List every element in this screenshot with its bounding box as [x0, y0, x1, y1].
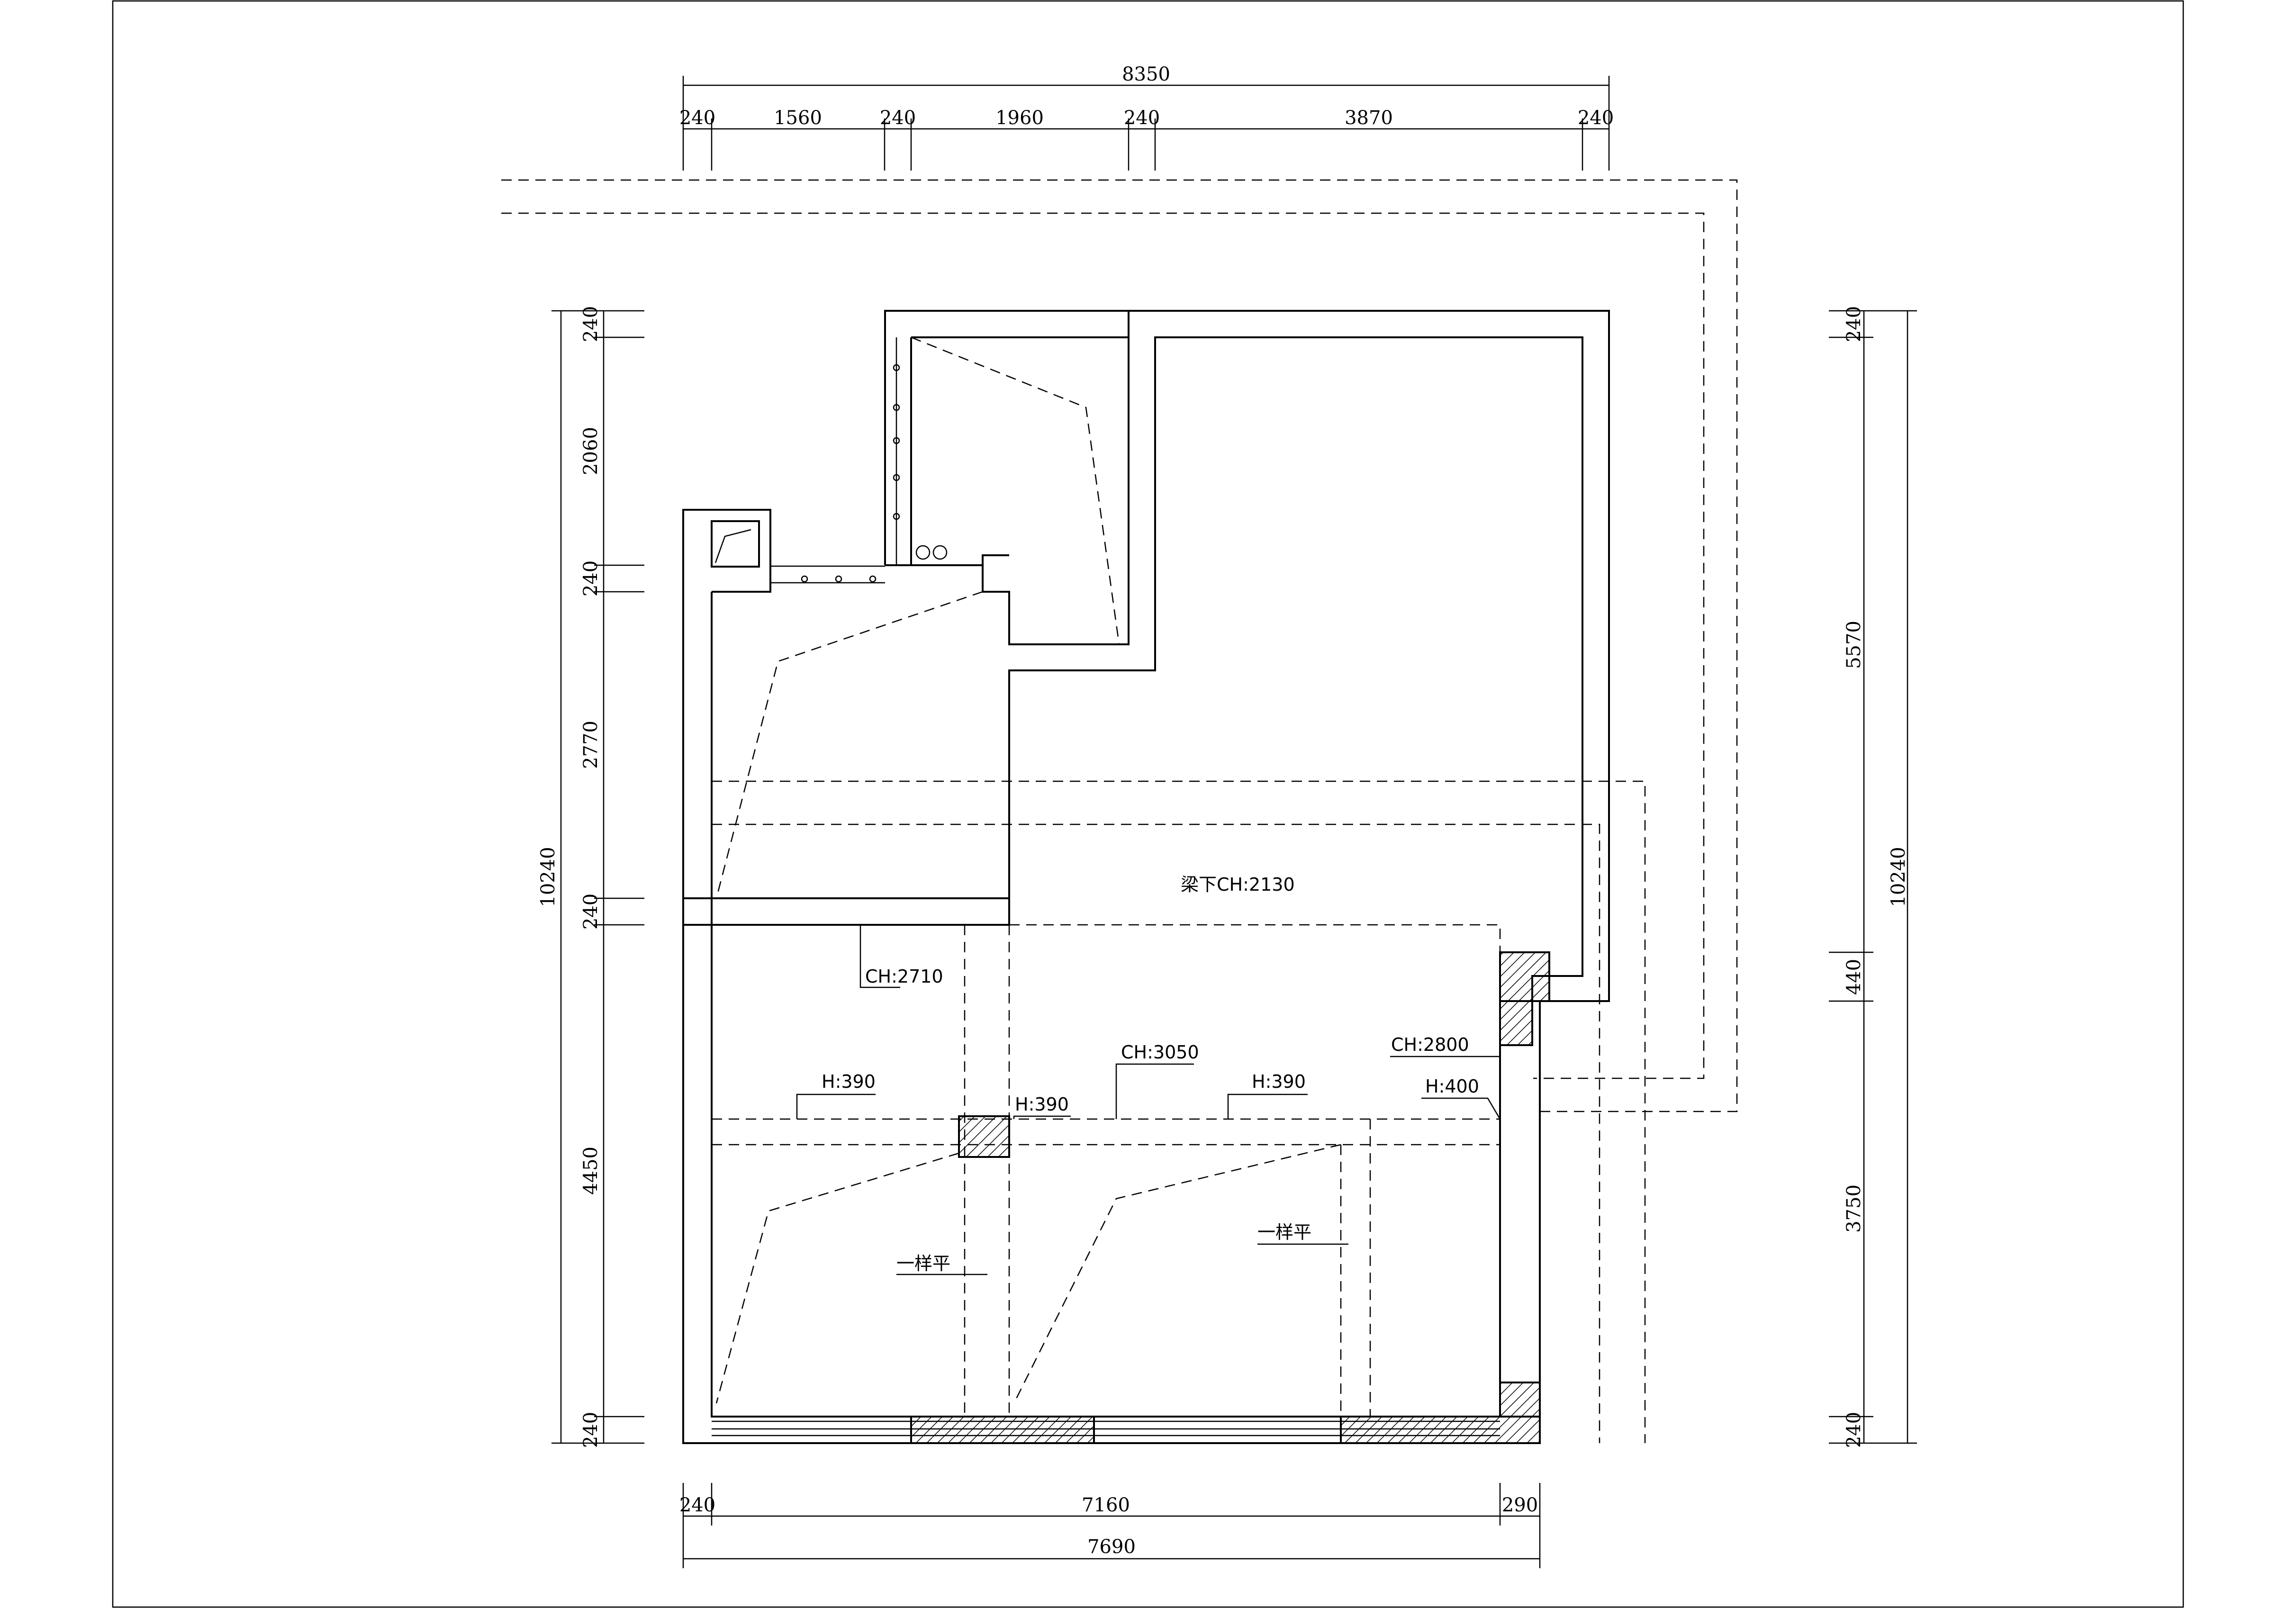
dim-bottom-seg: 7160	[1082, 1494, 1130, 1516]
drop-height-label: H:390	[1252, 1071, 1306, 1092]
columns	[910, 951, 1550, 1444]
dim-top-total: 8350	[1122, 63, 1170, 85]
dim-right-seg: 240	[1843, 306, 1865, 342]
ceiling-height-label: CH:3050	[1121, 1042, 1199, 1063]
dim-top-seg: 240	[1124, 107, 1160, 129]
boundary-dashed-lines	[501, 179, 1738, 1443]
dim-top-seg: 1960	[995, 107, 1044, 129]
dim-left-seg: 240	[580, 306, 602, 342]
level-note-label: 一样平	[896, 1253, 950, 1274]
dim-right-seg: 3750	[1843, 1184, 1865, 1233]
dim-left-seg: 240	[580, 560, 602, 596]
dim-left-seg: 2060	[580, 427, 602, 475]
left-dimensions: 10240 240 2060 240 2770 240 4450 240	[537, 306, 644, 1448]
dim-left-seg: 240	[580, 894, 602, 930]
drop-height-label: H:400	[1425, 1076, 1479, 1097]
ceiling-height-label: CH:2800	[1391, 1034, 1469, 1055]
level-note-label: 一样平	[1257, 1222, 1311, 1243]
dim-left-seg: 240	[580, 1412, 602, 1448]
dim-left-seg: 4450	[580, 1147, 602, 1195]
dim-bottom-total: 7690	[1087, 1536, 1136, 1558]
stove-burner-icon	[915, 545, 931, 560]
drop-height-label: H:390	[822, 1071, 876, 1092]
dim-left-total: 10240	[537, 847, 559, 907]
dim-left-seg: 2770	[580, 721, 602, 769]
bottom-dimensions: 240 7160 290 7690	[679, 1483, 1541, 1568]
ceiling-lines	[712, 336, 1501, 1417]
sheet-frame	[112, 0, 2184, 1608]
annotations: 梁下CH:2130 CH:2710 CH:3050 CH:2800 H:390 …	[796, 874, 1501, 1275]
dim-right-seg: 440	[1843, 959, 1865, 995]
dim-top-seg: 240	[679, 107, 715, 129]
stove-burner-icon	[932, 545, 948, 560]
drop-height-label: H:390	[1015, 1094, 1069, 1115]
dim-right-seg: 5570	[1843, 621, 1865, 669]
dim-top-seg: 240	[880, 107, 916, 129]
right-dimensions: 10240 240 5570 440 3750 240	[1829, 306, 1917, 1448]
column	[1340, 1416, 1541, 1444]
column	[958, 1115, 1010, 1158]
dim-top-seg: 240	[1578, 107, 1614, 129]
dim-bottom-seg: 290	[1502, 1494, 1538, 1516]
dim-right-seg: 240	[1843, 1412, 1865, 1448]
dim-right-total: 10240	[1888, 847, 1909, 907]
top-dimensions: 8350 240 1560 240 1960 240 3870 240	[679, 63, 1614, 171]
dim-bottom-seg: 240	[679, 1494, 715, 1516]
column	[910, 1416, 1095, 1444]
column	[1499, 951, 1550, 1046]
dim-top-seg: 1560	[774, 107, 822, 129]
ceiling-height-label: CH:2710	[865, 966, 943, 987]
beam-height-label: 梁下CH:2130	[1181, 874, 1295, 895]
walls	[682, 310, 1610, 1444]
dim-top-seg: 3870	[1345, 107, 1393, 129]
column	[1499, 1382, 1541, 1418]
fixtures	[801, 364, 948, 583]
